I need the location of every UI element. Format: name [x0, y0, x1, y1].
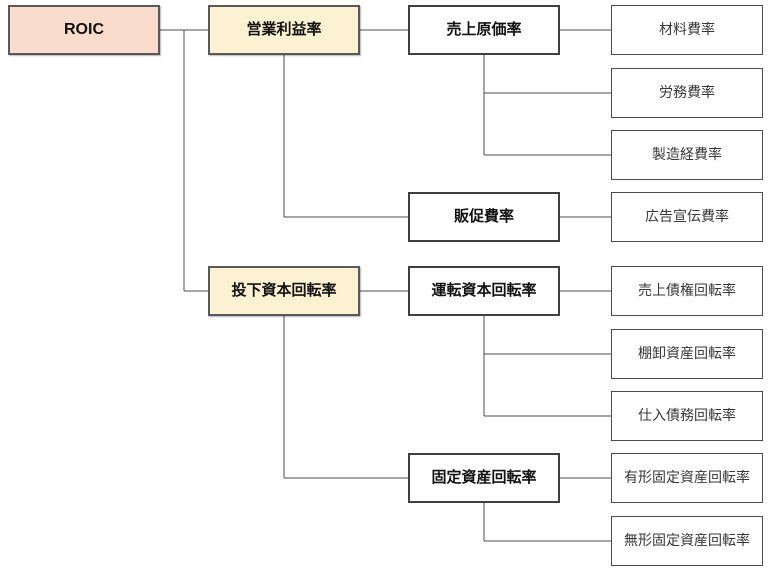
node-intangible-fixed-asset-turnover: 無形固定資産回転率: [611, 516, 763, 566]
node-working-capital-turnover: 運転資本回転率: [408, 266, 560, 316]
node-manufacturing-expense-ratio: 製造経費率: [611, 130, 763, 180]
node-label: 売上原価率: [446, 20, 522, 38]
node-receivables-turnover: 売上債権回転率: [611, 266, 763, 316]
node-label: 売上債権回転率: [638, 282, 736, 299]
node-invested-capital-turnover: 投下資本回転率: [208, 266, 360, 316]
node-label: 運転資本回転率: [431, 281, 537, 299]
node-label: 製造経費率: [652, 146, 722, 163]
node-cost-of-sales-ratio: 売上原価率: [408, 5, 560, 55]
node-label: 棚卸資産回転率: [638, 345, 736, 362]
node-label: 材料費率: [659, 21, 715, 38]
node-label: 固定資産回転率: [431, 468, 537, 486]
node-roic: ROIC: [8, 5, 160, 55]
node-label: 投下資本回転率: [231, 281, 337, 299]
node-inventory-turnover: 棚卸資産回転率: [611, 329, 763, 379]
node-label: 広告宣伝費率: [645, 208, 729, 225]
node-label: ROIC: [64, 21, 104, 39]
node-material-cost-ratio: 材料費率: [611, 5, 763, 55]
node-label: 販促費率: [453, 207, 514, 225]
node-fixed-asset-turnover: 固定資産回転率: [408, 453, 560, 503]
node-payables-turnover: 仕入債務回転率: [611, 391, 763, 441]
node-label: 仕入債務回転率: [638, 407, 736, 424]
node-label: 有形固定資産回転率: [624, 469, 750, 486]
node-tangible-fixed-asset-turnover: 有形固定資産回転率: [611, 453, 763, 503]
node-label: 無形固定資産回転率: [624, 532, 750, 549]
node-advertising-expense-ratio: 広告宣伝費率: [611, 192, 763, 242]
node-labor-cost-ratio: 労務費率: [611, 68, 763, 118]
node-operating-profit-margin: 営業利益率: [208, 5, 360, 55]
node-sales-promotion-expense-ratio: 販促費率: [408, 192, 560, 242]
node-label: 労務費率: [659, 84, 715, 101]
node-label: 営業利益率: [246, 20, 322, 38]
